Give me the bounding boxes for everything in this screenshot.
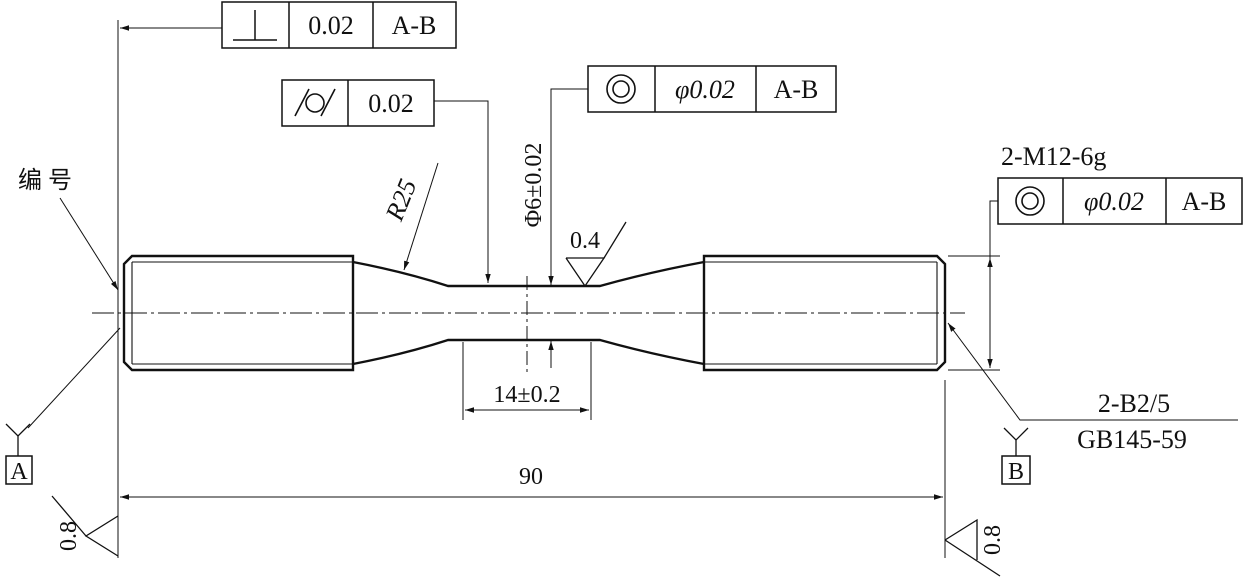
thread-label: 2-M12-6g	[1001, 142, 1106, 171]
cylindricity-frame: 0.02	[281, 79, 491, 283]
datum-b-label: B	[1008, 459, 1024, 485]
concentricity-icon	[606, 74, 636, 104]
cylindricity-value: 0.02	[368, 89, 414, 118]
center-hole-label-2: GB145-59	[1077, 425, 1187, 454]
roughness-mid-label: 0.4	[570, 228, 600, 254]
concentricity-mid-value: φ0.02	[675, 75, 735, 104]
center-hole-callout: 2-B2/5 GB145-59	[947, 322, 1238, 454]
concentricity-right-value: φ0.02	[1084, 187, 1144, 216]
roughness-left-label: 0.8	[56, 521, 82, 551]
length-mid-label: 14±0.2	[493, 382, 560, 408]
datum-b: B	[1001, 427, 1031, 485]
roughness-right: 0.8	[944, 518, 1006, 577]
perpendicularity-datum: A-B	[392, 11, 437, 40]
roughness-mid: 0.4	[565, 221, 627, 288]
roughness-right-label: 0.8	[980, 525, 1006, 555]
perpendicularity-frame: 0.02 A-B	[120, 1, 457, 49]
thread-diameter-dimension	[948, 255, 1000, 371]
perpendicularity-value: 0.02	[308, 11, 354, 40]
concentricity-icon	[1015, 186, 1045, 216]
dimension-mid-length: 14±0.2	[462, 342, 592, 420]
radius-label: R25	[379, 175, 422, 226]
roughness-left: 0.8	[51, 495, 119, 557]
perpendicularity-icon	[233, 10, 277, 41]
radius-callout: R25	[379, 162, 439, 271]
cylindricity-icon	[294, 88, 336, 117]
part-number-callout: 编 号	[18, 167, 119, 291]
center-hole-label-1: 2-B2/5	[1098, 389, 1170, 418]
concentricity-right-datum: A-B	[1182, 187, 1227, 216]
datum-a-label: A	[10, 459, 28, 485]
part-outline	[122, 254, 947, 372]
length-total-label: 90	[519, 464, 543, 490]
concentricity-mid-datum: A-B	[774, 75, 819, 104]
concentricity-frame-mid: φ0.02 A-B	[550, 65, 837, 252]
diameter-label: Φ6±0.02	[521, 143, 547, 228]
datum-a: A	[5, 327, 121, 485]
part-number-label: 编 号	[18, 167, 72, 194]
dimension-total-length: 90	[117, 20, 946, 558]
concentricity-frame-right: φ0.02 A-B	[989, 177, 1243, 258]
dimension-diameter: Φ6±0.02	[521, 143, 554, 368]
